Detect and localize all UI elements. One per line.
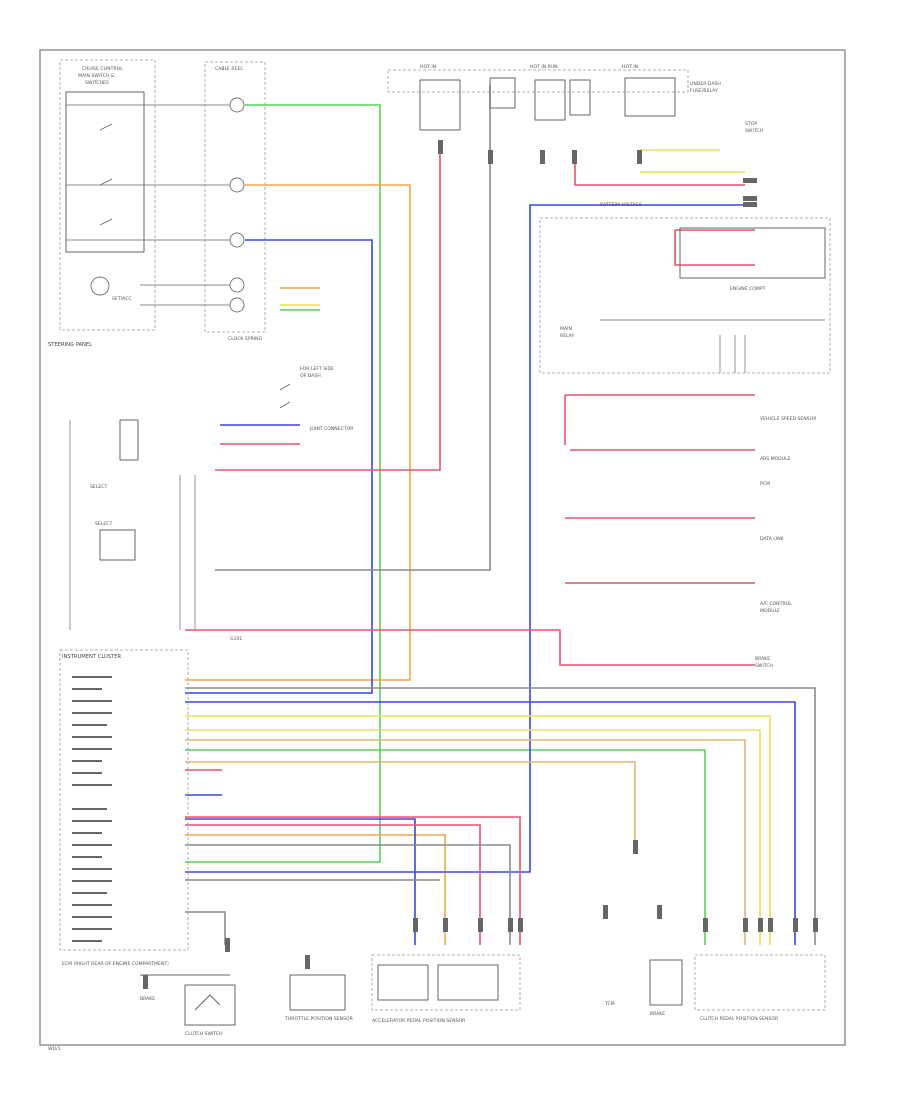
right-components: BATTERY VOLTAGE STOP SWITCH ENGINE COMPT… bbox=[539, 121, 831, 669]
bottom-sensors: CLUTCH SWITCH THROTTLE POSITION SENSOR A… bbox=[140, 954, 826, 1037]
switch-contacts bbox=[99, 123, 291, 409]
svg-text:MAIN SWITCH &: MAIN SWITCH & bbox=[78, 73, 115, 79]
svg-text:STOP: STOP bbox=[745, 121, 757, 127]
orange-wire bbox=[185, 184, 446, 945]
svg-text:THROTTLE POSITION SENSOR: THROTTLE POSITION SENSOR bbox=[284, 1016, 354, 1022]
red-wire bbox=[185, 145, 755, 945]
svg-text:CLUTCH SWITCH: CLUTCH SWITCH bbox=[185, 1031, 223, 1037]
svg-text:DATA LINK: DATA LINK bbox=[760, 536, 785, 542]
svg-text:BRAKE: BRAKE bbox=[140, 996, 155, 1002]
svg-text:MODULE: MODULE bbox=[760, 608, 780, 614]
svg-text:BRAKE: BRAKE bbox=[755, 656, 770, 662]
svg-text:FUSE/RELAY: FUSE/RELAY bbox=[690, 88, 718, 94]
svg-text:SELECT: SELECT bbox=[95, 521, 112, 527]
svg-text:ACCELERATOR PEDAL POSITION SEN: ACCELERATOR PEDAL POSITION SENSOR bbox=[372, 1018, 466, 1024]
svg-text:PCM: PCM bbox=[760, 481, 770, 487]
svg-text:CABLE REEL: CABLE REEL bbox=[215, 66, 243, 72]
instrument-cluster bbox=[59, 649, 189, 951]
top-modules: HOT IN HOT IN RUN HOT IN UNDER-DASH FUSE… bbox=[387, 64, 721, 131]
yellow-wire bbox=[185, 149, 771, 945]
svg-text:JOINT CONNECTOR: JOINT CONNECTOR bbox=[309, 426, 354, 432]
svg-text:SET/ACC: SET/ACC bbox=[112, 296, 132, 302]
bottom-connector-pins bbox=[143, 840, 818, 989]
top-connector-pins bbox=[438, 140, 757, 207]
svg-text:SWITCH: SWITCH bbox=[745, 128, 763, 134]
blue-wire bbox=[185, 204, 796, 945]
svg-text:RELAY: RELAY bbox=[560, 333, 575, 339]
svg-text:HOT IN RUN: HOT IN RUN bbox=[530, 64, 558, 70]
svg-text:SELECT: SELECT bbox=[90, 484, 107, 490]
steering-panel-label: STEERING PANEL bbox=[48, 342, 92, 348]
svg-text:WD/1: WD/1 bbox=[48, 1046, 61, 1052]
tan-wire bbox=[185, 739, 746, 945]
svg-text:SWITCHES: SWITCHES bbox=[85, 80, 109, 86]
svg-text:SWITCH: SWITCH bbox=[755, 663, 773, 669]
svg-text:ABS MODULE: ABS MODULE bbox=[760, 456, 791, 462]
svg-text:ENGINE COMPT: ENGINE COMPT bbox=[730, 286, 766, 292]
svg-text:CRUISE CONTROL: CRUISE CONTROL bbox=[82, 66, 123, 72]
svg-text:HOT IN: HOT IN bbox=[420, 64, 436, 70]
svg-text:BRAKE: BRAKE bbox=[650, 1011, 665, 1017]
green-wire bbox=[185, 104, 706, 945]
cluster-pin-labels bbox=[72, 676, 112, 942]
svg-text:UNDER-DASH: UNDER-DASH bbox=[690, 81, 721, 87]
svg-text:FOR LEFT SIDE: FOR LEFT SIDE bbox=[300, 366, 334, 372]
mid-left-modules: FOR LEFT SIDE OF DASH JOINT CONNECTOR SE… bbox=[69, 366, 354, 642]
gray-wires bbox=[185, 85, 816, 945]
svg-text:VEHICLE SPEED SENSOR: VEHICLE SPEED SENSOR bbox=[760, 416, 817, 422]
svg-text:OF DASH: OF DASH bbox=[300, 373, 321, 379]
svg-text:HOT IN: HOT IN bbox=[622, 64, 638, 70]
switch-wires bbox=[66, 104, 410, 306]
svg-text:G101: G101 bbox=[230, 636, 242, 642]
instrument-cluster-label: INSTRUMENT CLUSTER bbox=[62, 654, 122, 660]
svg-text:BATTERY VOLTAGE: BATTERY VOLTAGE bbox=[600, 202, 642, 208]
svg-text:CLUTCH PEDAL POSITION SENSOR: CLUTCH PEDAL POSITION SENSOR bbox=[700, 1016, 779, 1022]
svg-text:A/C CONTROL: A/C CONTROL bbox=[760, 601, 792, 607]
clock-spring: CABLE REEL CLOCK SPRING bbox=[204, 61, 266, 342]
svg-text:MAIN: MAIN bbox=[560, 326, 572, 332]
cruise-control-switch-module: CRUISE CONTROL MAIN SWITCH & SWITCHES SE… bbox=[59, 59, 156, 331]
svg-text:TCM: TCM bbox=[604, 1001, 615, 1007]
diagram-frame bbox=[39, 49, 846, 1046]
ecm-label: ECM (RIGHT REAR OF ENGINE COMPARTMENT) bbox=[62, 961, 169, 967]
svg-text:CLOCK SPRING: CLOCK SPRING bbox=[228, 336, 263, 342]
